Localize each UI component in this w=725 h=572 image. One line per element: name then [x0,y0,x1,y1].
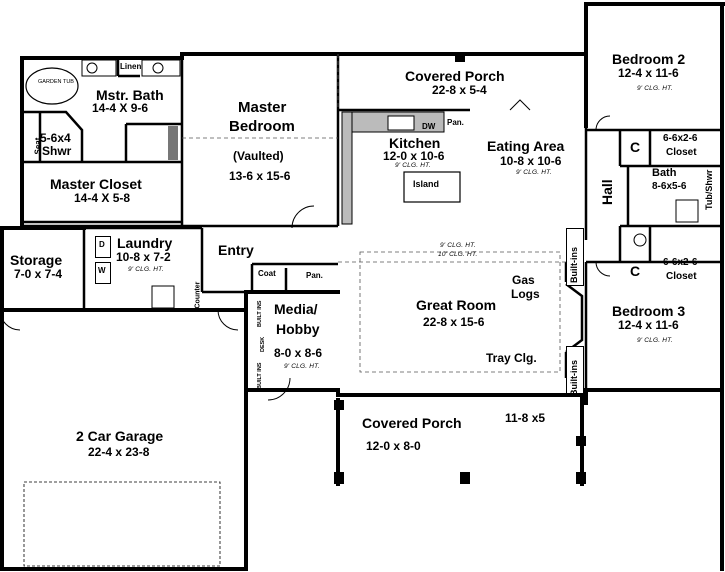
media-name2: Hobby [276,321,320,337]
closet-upper-c: C [630,139,641,155]
bath-dim: 8-6x5-6 [652,181,687,192]
master-bedroom-vaulted: (Vaulted) [233,149,284,163]
built-ins-upper-label: Built-ins [569,247,579,283]
laundry-dim: 10-8 x 7-2 [116,250,171,264]
island-label: Island [413,179,440,189]
garage-name: 2 Car Garage [76,428,164,444]
eating-area-clg: 9' CLG. HT. [516,169,552,176]
pan-kitchen-label: Pan. [447,118,464,127]
built-ins-lower-label: Built-ins [569,360,579,396]
great-room-clg2: 10' CLG. HT. [438,251,478,258]
bedroom2-name: Bedroom 2 [612,51,686,67]
counter-label: Counter [194,281,202,309]
master-closet-name: Master Closet [50,176,142,192]
master-bedroom-name2: Bedroom [229,118,295,135]
tub-shower-label: Tub/Shwr [704,169,714,210]
garden-tub-label: GARDEN TUB [38,79,74,85]
mstr-bath-dim: 14-4 X 9-6 [92,101,149,115]
great-room-name: Great Room [416,297,497,313]
linen-label: Linen [120,62,142,71]
eating-area-dim: 10-8 x 10-6 [500,154,562,168]
laundry-name: Laundry [117,235,173,251]
built-ins-lower [566,346,584,394]
hall-label: Hall [599,179,615,205]
shower-dim: 5-6x4 [40,131,71,145]
shower-label: Shwr [42,144,72,158]
built-ins-upper [566,228,584,286]
covered-porch-front-dim2: 11-8 x5 [505,411,546,425]
bath-name: Bath [652,167,677,179]
eating-area-name: Eating Area [487,138,565,154]
kitchen-clg: 9' CLG. HT. [395,162,431,169]
storage-name: Storage [10,252,63,268]
kitchen-dim: 12-0 x 10-6 [383,149,445,163]
bedroom3-name: Bedroom 3 [612,303,686,319]
media-clg: 9' CLG. HT. [284,363,320,370]
dryer [95,236,111,258]
bedroom3-clg: 9' CLG. HT. [637,337,673,344]
built-ins-bottom-label: BUILT INS [257,362,263,389]
washer [95,262,111,284]
built-ins-top-label: BUILT INS [257,300,263,327]
master-bedroom-dim: 13-6 x 15-6 [229,169,291,183]
gas-label: Gas [512,273,535,287]
closet-lower-name: Closet [666,271,697,282]
media-name1: Media/ [274,301,318,317]
laundry-clg: 9' CLG. HT. [128,266,164,273]
washer-label: W [98,266,106,275]
dw-label: DW [422,122,436,131]
garage-dim: 22-4 x 23-8 [88,445,150,459]
bedroom3-dim: 12-4 x 11-6 [618,318,679,332]
media-dim: 8-0 x 8-6 [274,346,323,360]
bedroom2-clg: 9' CLG. HT. [637,85,673,92]
great-room-dim: 22-8 x 15-6 [423,315,485,329]
closet-upper-name: Closet [666,147,697,158]
mstr-bath-name: Mstr. Bath [96,87,164,103]
tray-ceiling-label: Tray Clg. [486,351,537,365]
entry-label: Entry [218,242,254,258]
master-bedroom-name1: Master [238,99,287,116]
kitchen-name: Kitchen [389,135,441,151]
closet-upper-dim: 6-6x2-6 [663,133,698,144]
master-closet-dim: 14-4 X 5-8 [74,191,131,205]
bedroom2-dim: 12-4 x 11-6 [618,66,679,80]
pan-entry-label: Pan. [306,271,323,280]
closet-lower-dim: 6-6x2-6 [663,257,698,268]
desk-label: DESK [260,336,266,352]
storage-dim: 7-0 x 7-4 [14,267,63,281]
logs-label: Logs [511,287,540,301]
covered-porch-rear-dim: 22-8 x 5-4 [432,83,487,97]
covered-porch-front-dim: 12-0 x 8-0 [366,439,421,453]
covered-porch-front-name: Covered Porch [362,415,462,431]
great-room-clg1: 9' CLG. HT. [440,242,476,249]
closet-lower-c: C [630,263,641,279]
covered-porch-rear-name: Covered Porch [405,68,505,84]
coat-label: Coat [258,269,276,278]
dryer-label: D [99,240,105,249]
